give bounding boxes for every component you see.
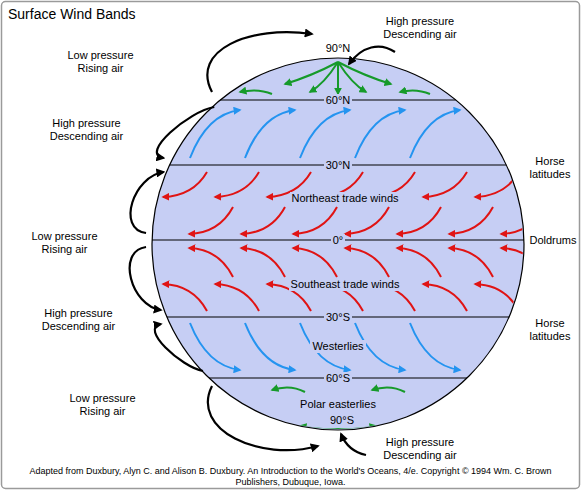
- wind-arrow: [240, 90, 272, 94]
- wind-arrow: [410, 323, 460, 370]
- band-label: Polar easterlies: [298, 398, 378, 411]
- wind-arrow: [190, 323, 240, 370]
- band-label: 60°N: [324, 94, 353, 107]
- wind-arrow: [397, 248, 441, 277]
- band-label: 0°: [331, 234, 346, 247]
- wind-arrow: [293, 248, 337, 277]
- circulation-arrow: [341, 434, 366, 455]
- source-caption: Adapted from Duxbury, Alyn C. and Alison…: [12, 466, 569, 488]
- pressure-label: Doldrums: [529, 234, 576, 247]
- pressure-label: Low pressure Rising air: [17, 230, 112, 256]
- pressure-label: High pressure Descending air: [31, 307, 126, 333]
- wind-arrow: [338, 62, 391, 84]
- wind-arrow: [475, 284, 519, 311]
- wind-arrow: [189, 248, 233, 277]
- band-label: Southeast trade winds: [289, 278, 402, 291]
- pressure-label: Horse latitudes: [522, 155, 578, 181]
- circulation-arrow: [207, 32, 312, 92]
- band-label: 30°S: [324, 311, 352, 324]
- wind-arrow: [372, 387, 405, 392]
- circulation-arrow: [349, 47, 395, 64]
- wind-arrow: [300, 110, 350, 158]
- wind-arrow: [355, 110, 405, 158]
- wind-arrow: [215, 284, 259, 311]
- wind-arrow: [475, 172, 519, 197]
- wind-arrow: [241, 248, 285, 277]
- pressure-label: 90°N: [326, 42, 351, 55]
- wind-arrow: [215, 172, 259, 197]
- wind-arrow: [501, 248, 545, 277]
- circulation-arrow: [157, 107, 214, 158]
- band-label: 30°N: [324, 159, 353, 172]
- wind-arrow: [272, 387, 305, 392]
- wind-arrow: [189, 207, 233, 234]
- wind-arrow: [345, 248, 389, 277]
- wind-arrow: [338, 62, 366, 92]
- band-label: 90°S: [328, 414, 356, 427]
- wind-arrow: [163, 172, 207, 197]
- wind-arrow: [241, 207, 285, 234]
- pressure-label: Low pressure Rising air: [55, 392, 150, 418]
- pressure-label: High pressure Descending air: [373, 436, 468, 462]
- pressure-label: High pressure Descending air: [39, 117, 134, 143]
- wind-arrow: [449, 207, 493, 234]
- pressure-label: High pressure Descending air: [373, 15, 468, 41]
- latitude-lines: [152, 100, 524, 378]
- diagram-title: Surface Wind Bands: [8, 6, 136, 22]
- wind-arrow: [400, 90, 430, 94]
- globe: [152, 58, 524, 430]
- wind-arrow: [501, 207, 545, 234]
- pressure-label: Horse latitudes: [522, 317, 578, 343]
- wind-arrow: [410, 110, 460, 158]
- wind-arrow: [293, 207, 337, 234]
- band-label: Westerlies: [310, 340, 365, 353]
- wind-arrow: [190, 110, 240, 158]
- wind-arrow: [345, 207, 389, 234]
- wind-arrow: [245, 110, 295, 158]
- wind-arrow: [163, 284, 207, 311]
- wind-arrow: [245, 323, 295, 370]
- band-label: 60°S: [324, 372, 352, 385]
- wind-arrow: [423, 284, 467, 311]
- wind-arrow: [310, 62, 338, 92]
- circulation-cells: [130, 32, 395, 455]
- circulation-arrow: [130, 247, 161, 310]
- circulation-arrow: [208, 386, 318, 450]
- band-label: Northeast trade winds: [290, 192, 401, 205]
- wind-arrow: [337, 62, 339, 94]
- wind-arrows: [163, 62, 545, 429]
- wind-arrow: [397, 207, 441, 234]
- pressure-label: Low pressure Rising air: [53, 49, 148, 75]
- circulation-arrow: [130, 172, 163, 233]
- wind-arrow: [449, 248, 493, 277]
- wind-arrow: [423, 172, 467, 197]
- circulation-arrow: [155, 324, 203, 371]
